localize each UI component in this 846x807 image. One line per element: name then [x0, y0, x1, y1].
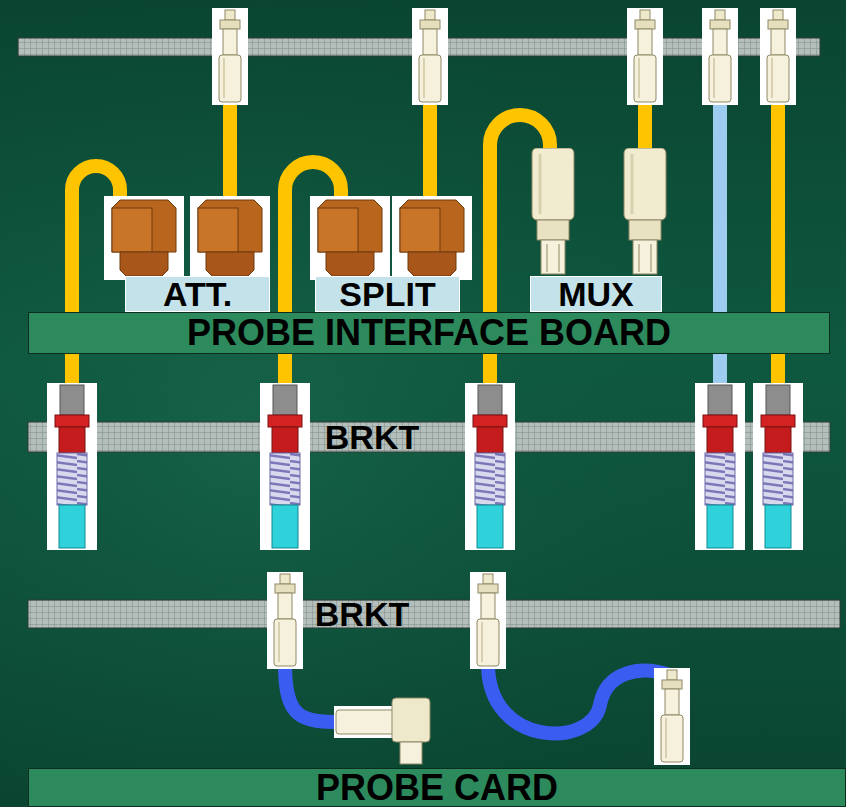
cables [285, 664, 672, 733]
bracket-band [28, 600, 840, 628]
component-label: SPLIT [315, 276, 460, 312]
label-text: PROBE INTERFACE BOARD [187, 315, 671, 351]
label-text: PROBE CARD [316, 770, 558, 806]
sma-connector [412, 8, 448, 105]
label-text: MUX [558, 277, 634, 311]
label-text: BRKT [315, 597, 409, 631]
component-label: MUX [530, 276, 662, 312]
connector-background [334, 706, 396, 738]
connector-elbow [392, 698, 430, 742]
board-band: PROBE CARD [28, 768, 846, 807]
pogo-connector [695, 383, 745, 550]
sma-connector [212, 8, 248, 105]
coax-cable [423, 100, 437, 206]
sma-connector [760, 8, 796, 105]
sma-connector [267, 572, 303, 669]
bracket-band: BRKT [28, 418, 830, 456]
coax-cable [223, 100, 237, 206]
label-text: ATT. [163, 277, 232, 311]
mux-connector [624, 148, 666, 274]
sma-connector [654, 668, 690, 765]
pogo-connector [47, 383, 97, 550]
flex-cable [488, 664, 672, 733]
connector-body [336, 710, 394, 734]
pogo-connector [753, 383, 803, 550]
splitter-block [310, 196, 390, 280]
pogo-connector [465, 383, 515, 550]
sma-connector [702, 8, 738, 105]
sma-connector [627, 8, 663, 105]
sma-connector [470, 572, 506, 669]
label-text: SPLIT [339, 277, 435, 311]
board-band: PROBE INTERFACE BOARD [28, 312, 830, 354]
mux-connector [532, 148, 574, 274]
pogo-connector [260, 383, 310, 550]
label-text: BRKT [325, 420, 419, 454]
coax-cable [638, 100, 652, 152]
attenuator-block [190, 196, 270, 280]
splitter-block [392, 196, 472, 280]
right-angle-connector [334, 698, 430, 764]
flex-cable [285, 664, 342, 722]
component-label: ATT. [125, 276, 270, 312]
connector-plug [400, 742, 422, 764]
attenuator-block [104, 196, 184, 280]
bracket-band: BRKT [28, 596, 840, 632]
